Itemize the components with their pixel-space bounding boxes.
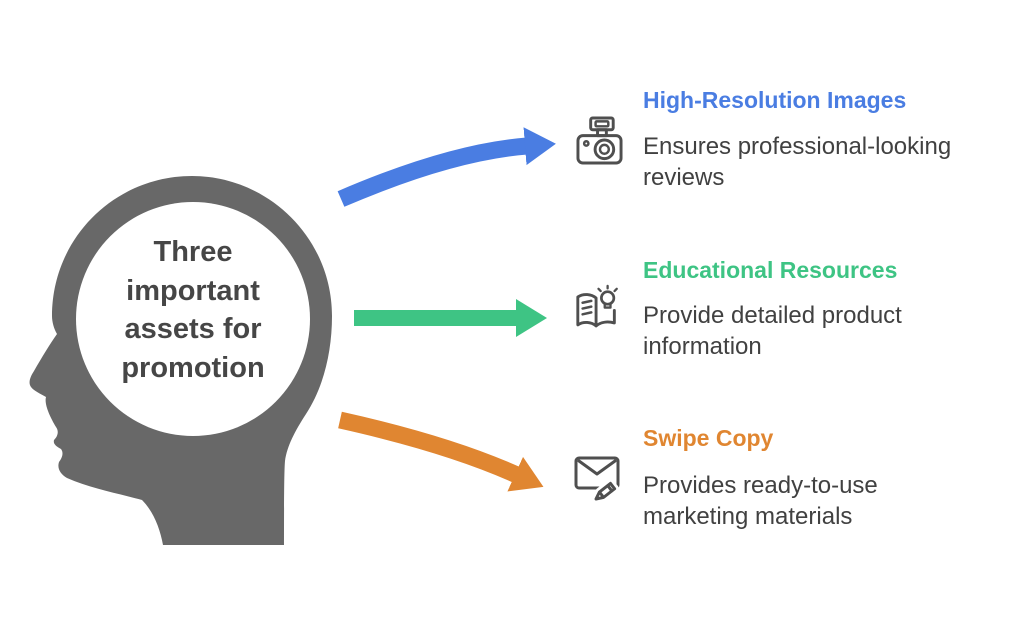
item-description-high-resolution-images: Ensures professional-looking reviews [643,133,952,191]
camera-icon [576,116,623,165]
arrow-to-images [337,127,556,207]
brain-circle [76,202,310,436]
item-description-swipe-copy: Provides ready-to-use marketing material… [643,472,878,530]
item-heading-high-resolution-images: High-Resolution Images [643,87,907,113]
item-heading-swipe-copy: Swipe Copy [643,425,774,451]
diagram-title: Three important assets for promotion [121,236,265,384]
item-description-educational-resources: Provide detailed product information [643,302,902,360]
item-heading-educational-resources: Educational Resources [643,257,898,283]
envelope-pencil-icon [574,456,620,501]
book-lightbulb-icon [576,284,618,328]
arrow-to-swipe-copy [338,411,544,492]
